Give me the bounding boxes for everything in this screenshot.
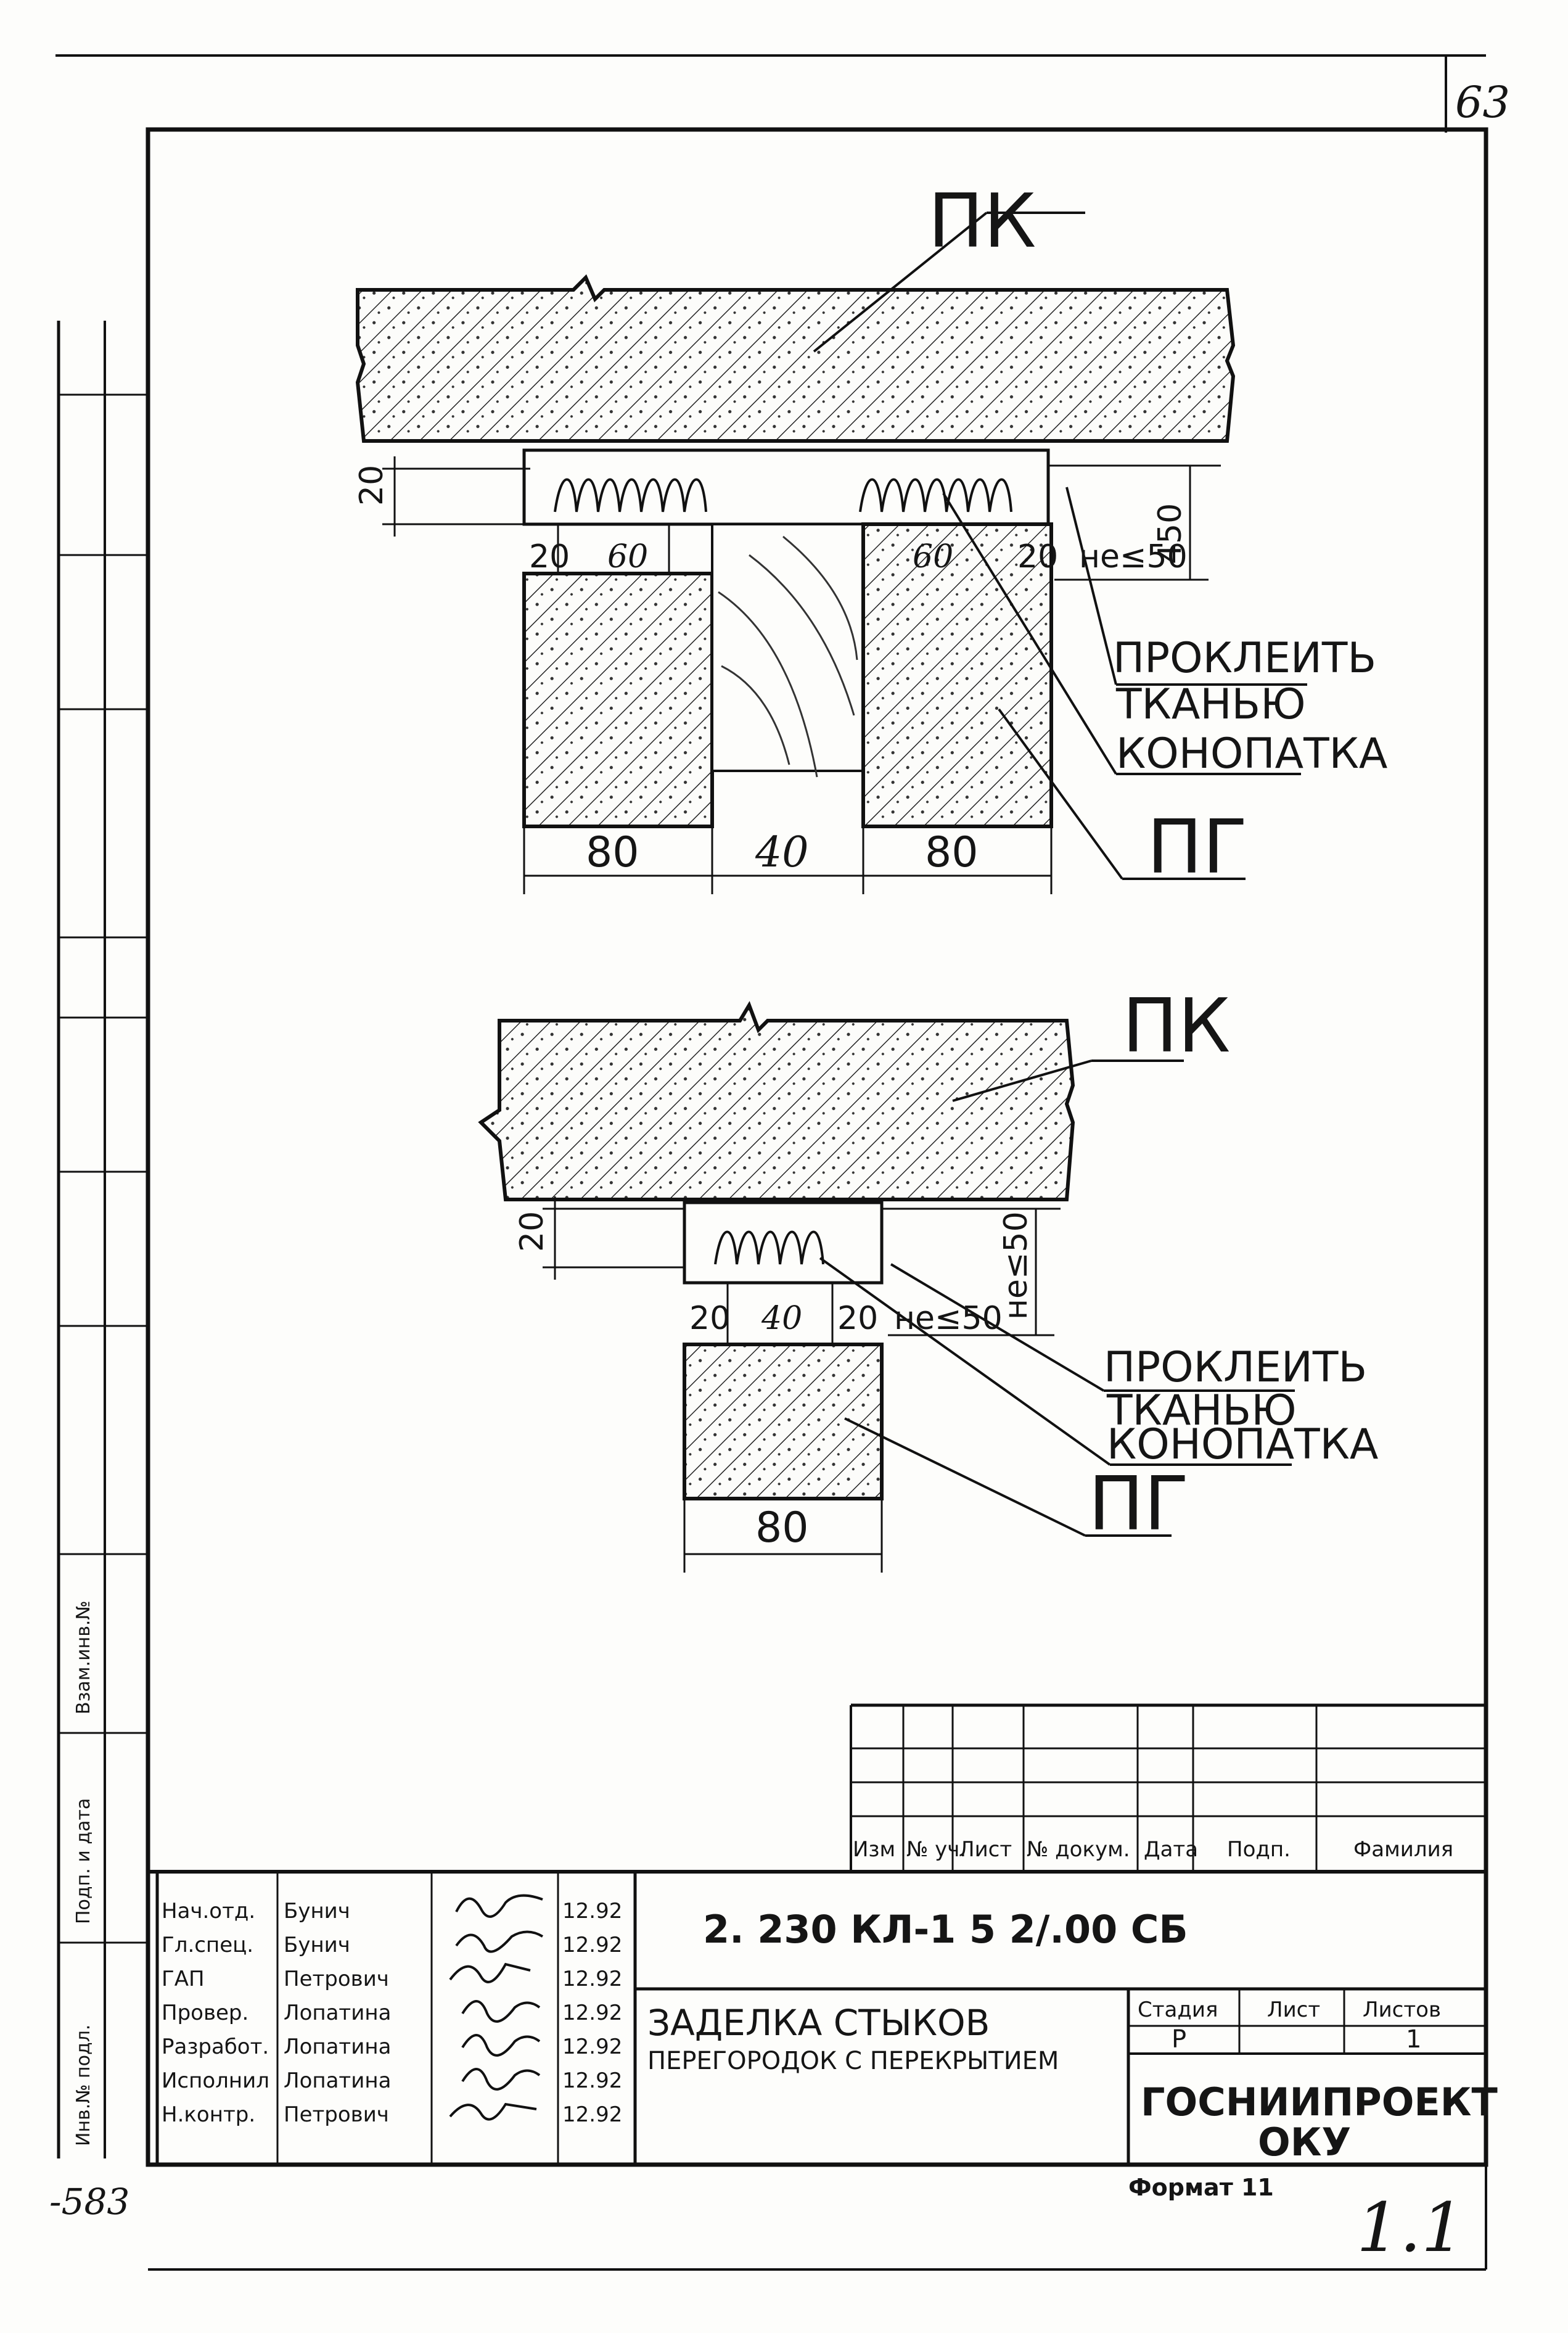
tb-header-date: Дата	[1144, 1837, 1198, 1862]
tb-date-1: 12.92	[562, 1899, 622, 1924]
detail-drawing-2	[478, 1001, 1295, 1573]
tb-name-2: Бунич	[284, 1933, 350, 1957]
tb-title-1: ЗАДЕЛКА СТЫКОВ	[647, 2002, 990, 2044]
tb-header-uch: № уч.	[906, 1837, 966, 1862]
side-stamp-label-2: Подп. и дата	[73, 1798, 94, 1924]
dim-450-2: не≤50	[998, 1211, 1035, 1320]
tb-name-1: Бунич	[284, 1899, 350, 1924]
label-pg-1: ПГ	[1147, 805, 1247, 891]
wood-grain-1	[718, 535, 858, 778]
partition-board-right-1	[861, 522, 1053, 828]
tb-header-doc: № докум.	[1027, 1837, 1130, 1862]
tb-title-2: ПЕРЕГОРОДОК С ПЕРЕКРЫТИЕМ	[647, 2047, 1059, 2075]
tb-name-4: Лопатина	[284, 2001, 391, 2025]
side-stamp-label-1: Взам.инв.№	[73, 1600, 94, 1714]
tb-name-3: Петрович	[284, 1967, 389, 1991]
tb-role-5: Разработ.	[162, 2035, 269, 2059]
slab-pk-2	[478, 1001, 1075, 1201]
slab-pk-1	[355, 274, 1236, 443]
tb-header-name: Фамилия	[1353, 1837, 1453, 1862]
side-stamp-strip	[57, 321, 149, 2158]
tb-date-5: 12.92	[562, 2035, 622, 2059]
tb-sheets-header: Листов	[1363, 1998, 1441, 2022]
note-550-2: не≤50	[894, 1300, 1003, 1337]
caulking-strip-1	[522, 448, 1050, 526]
callout-glue-1b: ТКАНЬЮ	[1115, 680, 1306, 729]
subdim-1-b: 60	[607, 538, 648, 575]
subdim-1-d: 20	[1017, 538, 1058, 575]
tb-role-4: Провер.	[162, 2001, 248, 2025]
tb-role-1: Нач.отд.	[162, 1899, 255, 1924]
tb-header-list: Лист	[959, 1837, 1012, 1862]
bottom-dim-1-b: 40	[755, 828, 809, 877]
tb-date-4: 12.92	[562, 2001, 622, 2025]
tb-name-7: Петрович	[284, 2102, 389, 2127]
tb-header-sign: Подп.	[1227, 1837, 1291, 1862]
tb-role-3: ГАП	[162, 1967, 205, 1991]
side-stamp-label-3: Инв.№ подл.	[73, 2025, 94, 2146]
bottom-dim-1-a: 80	[586, 828, 639, 877]
tb-date-3: 12.92	[562, 1967, 622, 1991]
tb-org-1: ГОСНИИПРОЕКТ	[1141, 2080, 1498, 2125]
caulking-coil-left-1	[554, 478, 707, 512]
tb-header-izm: Изм	[853, 1837, 895, 1862]
caulking-coil-2	[714, 1230, 824, 1265]
partition-board-left-1	[522, 572, 714, 828]
tb-sheets-value: 1	[1406, 2025, 1421, 2054]
format-label: Формат 11	[1128, 2174, 1274, 2201]
tb-stage-value: Р	[1172, 2025, 1186, 2054]
callout-caulk-1: КОНОПАТКА	[1116, 730, 1387, 778]
subdim-2-a: 20	[689, 1300, 730, 1337]
label-pk-1: ПК	[928, 179, 1036, 265]
page-number: 63	[1455, 77, 1510, 128]
partition-core-1	[711, 523, 864, 772]
tb-sheet-header: Лист	[1267, 1998, 1320, 2022]
label-pg-2: ПГ	[1088, 1462, 1189, 1547]
tb-signatures	[449, 1894, 544, 2121]
bottom-left-number: -583	[49, 2181, 129, 2223]
tb-org-2: ОКУ	[1258, 2120, 1351, 2165]
detail-drawing-1	[355, 212, 1307, 894]
subdim-2-b: 40	[761, 1300, 802, 1337]
tb-stage-header: Стадия	[1138, 1998, 1218, 2022]
subdim-1-a: 20	[529, 538, 570, 575]
callout-glue-2a: ПРОКЛЕИТЬ	[1104, 1343, 1367, 1392]
tb-date-6: 12.92	[562, 2068, 622, 2093]
tb-role-6: Исполнил	[162, 2068, 269, 2093]
bottom-dim-2: 80	[755, 1504, 809, 1552]
tb-date-7: 12.92	[562, 2102, 622, 2127]
dim-450-1: 450	[1152, 503, 1189, 564]
callout-caulk-2: КОНОПАТКА	[1107, 1420, 1378, 1469]
subdim-2-c: 20	[837, 1300, 878, 1337]
tb-code: 2. 230 КЛ-1 5 2/.00 СБ	[703, 1907, 1188, 1952]
title-block-grid	[148, 1703, 1486, 2165]
tb-role-7: Н.контр.	[162, 2102, 255, 2127]
caulking-coil-right-1	[859, 478, 1012, 512]
tb-name-6: Лопатина	[284, 2068, 391, 2093]
tb-name-5: Лопатина	[284, 2035, 391, 2059]
subdim-1-c: 60	[913, 538, 953, 575]
label-pk-2: ПК	[1122, 984, 1230, 1069]
dim-20-left-2: 20	[514, 1211, 551, 1252]
tb-role-2: Гл.спец.	[162, 1933, 253, 1957]
bottom-dim-1-c: 80	[925, 828, 979, 877]
dim-20-left-1: 20	[353, 465, 390, 506]
tb-date-2: 12.92	[562, 1933, 622, 1957]
bottom-right-mark: 1.1	[1357, 2188, 1464, 2267]
note-550-1: не≤50	[1079, 538, 1188, 575]
callout-glue-2b: ТКАНЬЮ	[1106, 1386, 1297, 1435]
caulking-strip-2	[683, 1201, 884, 1285]
callout-glue-1a: ПРОКЛЕИТЬ	[1113, 634, 1376, 683]
